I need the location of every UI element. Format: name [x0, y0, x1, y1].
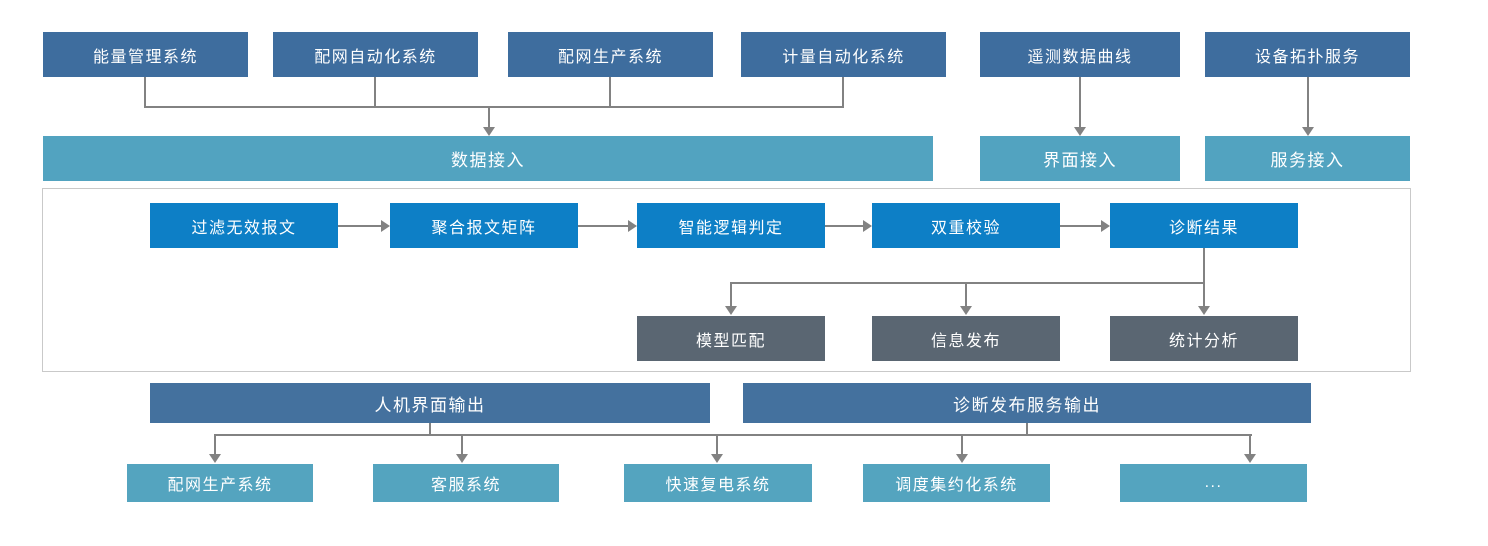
connector-line — [144, 106, 844, 108]
connector-line — [1203, 248, 1205, 307]
connector-line — [578, 225, 628, 227]
connector-line — [730, 282, 732, 307]
connector-line — [825, 225, 863, 227]
connector-line — [488, 106, 490, 128]
connector-line — [374, 77, 376, 107]
arrowhead-right-icon — [863, 220, 872, 232]
connector-line — [1060, 225, 1101, 227]
connector-line — [144, 77, 146, 107]
connector-line — [1079, 77, 1081, 128]
arrowhead-down-icon — [1244, 454, 1256, 463]
arrowhead-down-icon — [1302, 127, 1314, 136]
node-telemetry-data-curve: 遥测数据曲线 — [980, 32, 1180, 77]
bar-data-access: 数据接入 — [43, 136, 933, 181]
node-distribution-production-system: 配网生产系统 — [508, 32, 713, 77]
node-target-distribution-production-system: 配网生产系统 — [127, 464, 313, 502]
node-double-verification: 双重校验 — [872, 203, 1060, 248]
connector-line — [716, 434, 718, 455]
node-energy-management-system: 能量管理系统 — [43, 32, 248, 77]
connector-line — [609, 77, 611, 107]
node-statistics-analysis: 统计分析 — [1110, 316, 1298, 361]
node-diagnosis-result: 诊断结果 — [1110, 203, 1298, 248]
node-device-topology-service: 设备拓扑服务 — [1205, 32, 1410, 77]
node-metering-automation-system: 计量自动化系统 — [741, 32, 946, 77]
arrowhead-down-icon — [456, 454, 468, 463]
arrowhead-down-icon — [711, 454, 723, 463]
bar-diagnosis-publish-service-output: 诊断发布服务输出 — [743, 383, 1311, 423]
node-filter-invalid-messages: 过滤无效报文 — [150, 203, 338, 248]
connector-line — [214, 434, 1252, 436]
node-aggregate-message-matrix: 聚合报文矩阵 — [390, 203, 578, 248]
node-dispatch-centralization-system: 调度集约化系统 — [863, 464, 1050, 502]
node-more-systems: ... — [1120, 464, 1307, 502]
bar-hmi-output: 人机界面输出 — [150, 383, 710, 423]
connector-line — [1026, 423, 1028, 435]
node-intelligent-logic-judgment: 智能逻辑判定 — [637, 203, 825, 248]
connector-line — [461, 434, 463, 455]
connector-line — [961, 434, 963, 455]
node-customer-service-system: 客服系统 — [373, 464, 559, 502]
arrowhead-right-icon — [1101, 220, 1110, 232]
connector-line — [1249, 434, 1251, 455]
arrowhead-right-icon — [628, 220, 637, 232]
node-rapid-power-restoration-system: 快速复电系统 — [624, 464, 812, 502]
node-info-publish: 信息发布 — [872, 316, 1060, 361]
connector-line — [842, 77, 844, 107]
connector-line — [1307, 77, 1309, 128]
arrowhead-down-icon — [483, 127, 495, 136]
connector-line — [338, 225, 381, 227]
arrowhead-down-icon — [956, 454, 968, 463]
node-model-matching: 模型匹配 — [637, 316, 825, 361]
arrowhead-down-icon — [209, 454, 221, 463]
arrowhead-down-icon — [1198, 306, 1210, 315]
arrowhead-down-icon — [725, 306, 737, 315]
connector-line — [731, 282, 1205, 284]
arrowhead-down-icon — [1074, 127, 1086, 136]
bar-ui-access: 界面接入 — [980, 136, 1180, 181]
bar-service-access: 服务接入 — [1205, 136, 1410, 181]
connector-line — [214, 434, 216, 455]
arrowhead-right-icon — [381, 220, 390, 232]
node-distribution-automation-system: 配网自动化系统 — [273, 32, 478, 77]
arrowhead-down-icon — [960, 306, 972, 315]
connector-line — [965, 282, 967, 307]
connector-line — [429, 423, 431, 435]
